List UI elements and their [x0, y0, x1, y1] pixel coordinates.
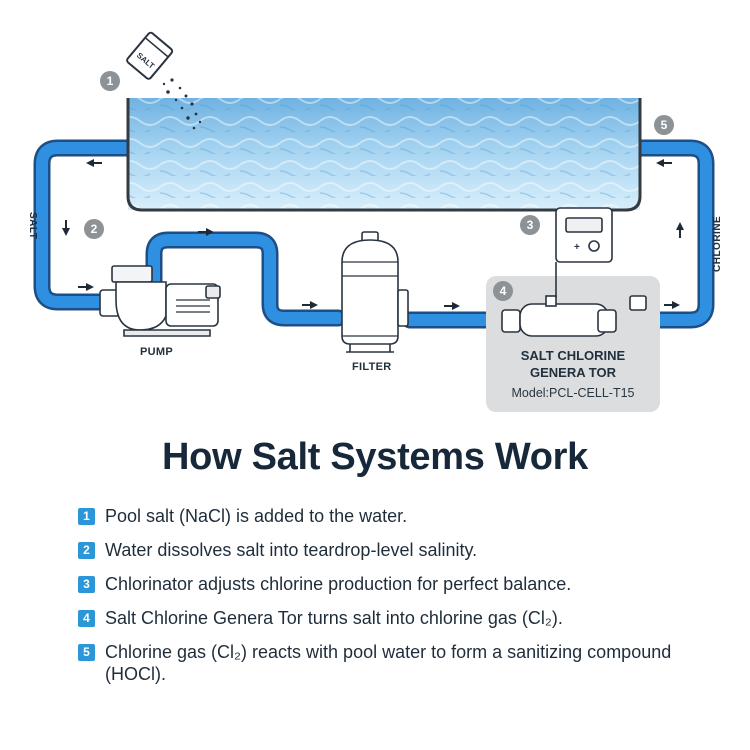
arrow-right-icon — [78, 283, 94, 291]
step-text: Chlorinator adjusts chlorine production … — [105, 574, 572, 594]
step-marker-4: 4 — [500, 284, 507, 298]
step-marker-5: 5 — [661, 118, 668, 132]
arrow-right-icon — [444, 302, 460, 310]
arrow-up-icon — [676, 222, 684, 238]
filter-icon — [341, 231, 409, 353]
step-text: Water dissolves salt into teardrop-level… — [105, 540, 478, 560]
step-markers: 1 2 3 4 5 — [84, 71, 674, 301]
pump-icon — [99, 265, 221, 337]
steps-list: 1 Pool salt (NaCl) is added to the water… — [78, 505, 698, 697]
arrow-right-icon — [302, 301, 318, 309]
generator-title-line1: SALT CHLORINE — [520, 348, 626, 363]
chlorine-flow-label: CHLORINE — [712, 215, 723, 272]
arrow-left-icon — [86, 159, 102, 167]
arrow-right-icon — [198, 228, 214, 236]
salt-bag-icon: SALT — [126, 31, 174, 80]
step-badge: 1 — [78, 508, 95, 525]
generator-title-line2: GENERA TOR — [530, 365, 616, 380]
step-marker-1: 1 — [107, 74, 114, 88]
list-item: 1 Pool salt (NaCl) is added to the water… — [78, 505, 698, 527]
step-marker-3: 3 — [527, 218, 534, 232]
svg-text:+: + — [574, 242, 580, 253]
arrow-down-icon — [62, 220, 70, 236]
generator-title: SALT CHLORINE GENERA TOR — [486, 347, 660, 381]
filter-label: FILTER — [352, 361, 392, 373]
pump-label: PUMP — [140, 346, 173, 358]
page-title: How Salt Systems Work — [162, 436, 588, 478]
step-text: Chlorine gas (Cl₂) reacts with pool wate… — [105, 642, 672, 684]
step-marker-2: 2 — [91, 222, 98, 236]
list-item: 3 Chlorinator adjusts chlorine productio… — [78, 573, 698, 595]
arrow-left-icon — [656, 159, 672, 167]
arrow-right-icon — [664, 301, 680, 309]
list-item: 2 Water dissolves salt into teardrop-lev… — [78, 539, 698, 561]
salt-cell-icon — [501, 262, 647, 337]
list-item: 5 Chlorine gas (Cl₂) reacts with pool wa… — [78, 641, 698, 685]
step-text: Pool salt (NaCl) is added to the water. — [105, 506, 408, 526]
salt-flow-label: SALT — [27, 212, 38, 240]
salt-grains — [162, 78, 202, 130]
pipe-loop — [33, 139, 715, 329]
control-box-icon: + — [555, 207, 613, 263]
salt-system-diagram: SALT + — [33, 31, 715, 412]
flow-arrows — [62, 159, 684, 310]
step-badge: 2 — [78, 542, 95, 559]
pool — [126, 98, 642, 212]
step-badge: 5 — [78, 644, 95, 661]
step-badge: 4 — [78, 610, 95, 627]
step-badge: 3 — [78, 576, 95, 593]
generator-model: Model:PCL-CELL-T15 — [511, 386, 635, 400]
step-text: Salt Chlorine Genera Tor turns salt into… — [105, 608, 563, 628]
list-item: 4 Salt Chlorine Genera Tor turns salt in… — [78, 607, 698, 629]
